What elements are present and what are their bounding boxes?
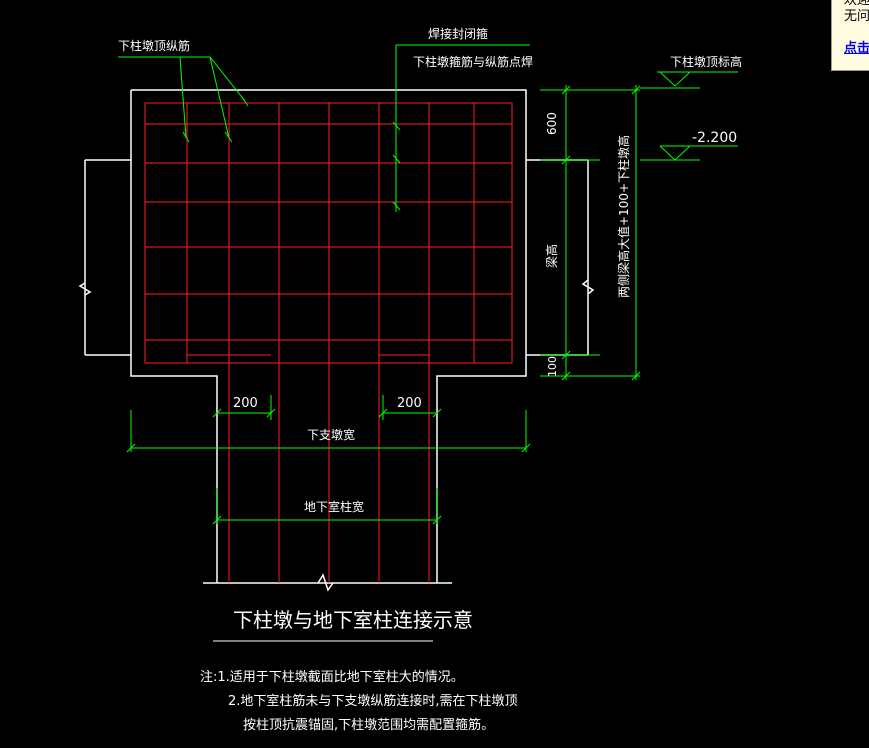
note-line-1: 注:1.适用于下柱墩截面比地下室柱大的情况。 (200, 669, 464, 685)
dimension-lines (118, 44, 738, 525)
rebar-grid (144, 102, 513, 583)
dim-total-height: 两侧梁高大值+100+下柱墩高 (616, 135, 631, 298)
dim-beam-height: 梁高 (544, 244, 559, 268)
label-elevation-value: -2.200 (692, 130, 737, 146)
popup-link[interactable]: 点击 (844, 41, 869, 56)
popup-line-2: 无问 (844, 9, 869, 24)
popup-panel: 欢迎 无问 点击 (831, 0, 869, 71)
label-basement-column-width: 地下室柱宽 (304, 499, 364, 514)
dim-100: 100 (546, 356, 559, 377)
note-line-3: 按柱顶抗震锚固,下柱墩范围均需配置箍筋。 (243, 717, 494, 733)
label-top-longitudinal-bars: 下柱墩顶纵筋 (118, 38, 190, 53)
label-top-elevation: 下柱墩顶标高 (670, 54, 742, 69)
dim-600: 600 (545, 112, 559, 135)
label-pier-width: 下支墩宽 (307, 427, 355, 442)
note-line-2: 2.地下室柱筋未与下支墩纵筋连接时,需在下柱墩顶 (228, 693, 518, 709)
dim-200-right: 200 (397, 396, 422, 411)
pier-outline (78, 89, 595, 642)
dim-200-left: 200 (233, 396, 258, 411)
drawing-title: 下柱墩与地下室柱连接示意 (233, 608, 473, 632)
label-weld-closed-hoop: 焊接封闭箍 (428, 26, 488, 41)
label-hoop-spot-weld: 下柱墩箍筋与纵筋点焊 (413, 54, 533, 69)
popup-line-1: 欢迎 (844, 0, 869, 8)
